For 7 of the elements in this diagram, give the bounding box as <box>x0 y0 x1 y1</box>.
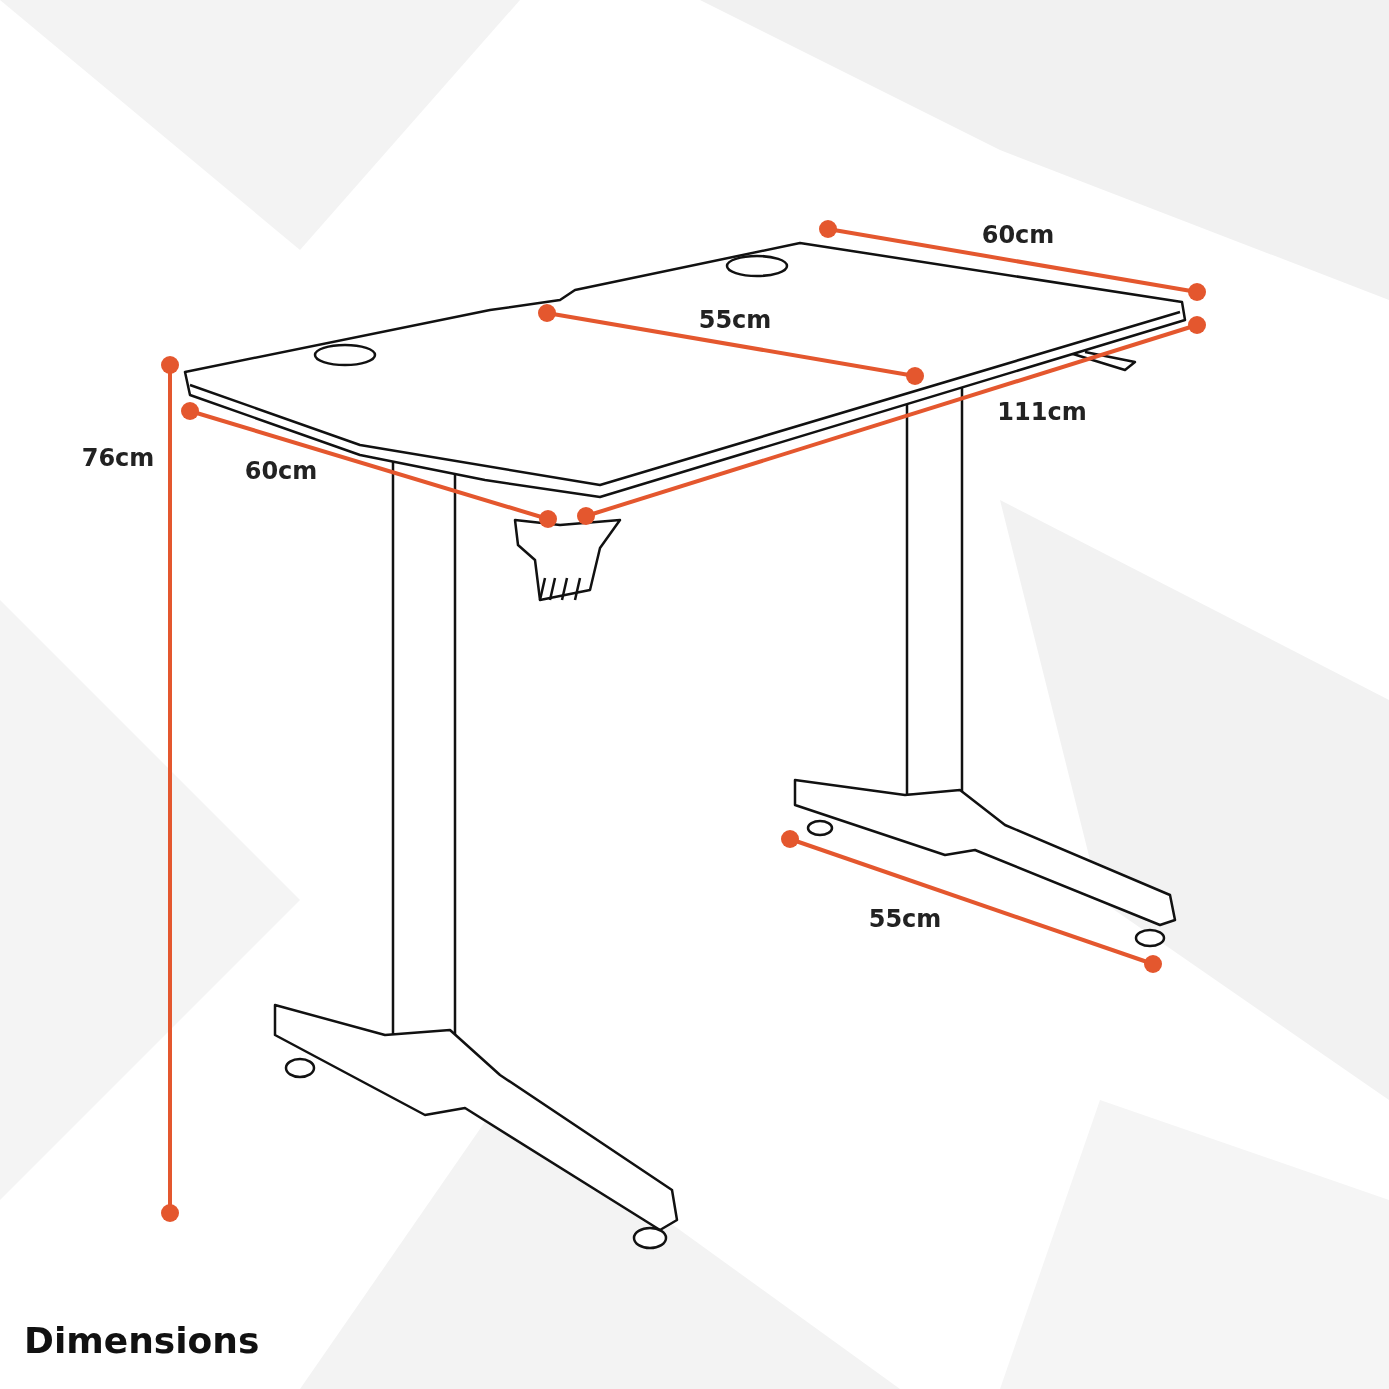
dimension-label: 60cm <box>244 457 318 485</box>
dimension-label: 76cm <box>81 444 155 472</box>
dimension-label: 111cm <box>997 398 1087 426</box>
dimension-label: 60cm <box>981 221 1055 249</box>
page-title: Dimensions <box>24 1320 260 1361</box>
dimension-label: 55cm <box>698 306 772 334</box>
dimension-label: 55cm <box>868 905 942 933</box>
